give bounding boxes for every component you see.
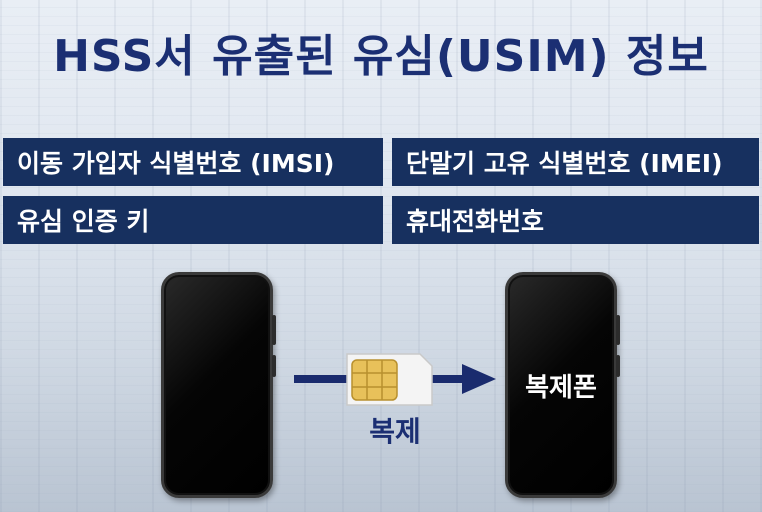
copy-label: 복제 <box>369 415 421 448</box>
page-title: HSS서 유출된 유심(USIM) 정보 <box>53 31 709 82</box>
info-box-imei: 단말기 고유 식별번호 (IMEI) <box>392 138 759 186</box>
info-box-imsi-label: 이동 가입자 식별번호 (IMSI) <box>17 149 335 178</box>
original-phone-icon <box>161 272 276 498</box>
sim-card-icon <box>346 353 433 406</box>
info-box-phone-number-label: 휴대전화번호 <box>406 207 545 236</box>
phone-side-button <box>616 315 620 345</box>
phone-side-button <box>272 355 276 377</box>
info-box-usim-key-label: 유심 인증 키 <box>17 207 150 236</box>
info-box-imei-label: 단말기 고유 식별번호 (IMEI) <box>406 149 723 178</box>
phone-side-button <box>616 355 620 377</box>
clone-phone-label: 복제폰 <box>525 373 597 403</box>
phone-side-button <box>272 315 276 345</box>
info-box-phone-number: 휴대전화번호 <box>392 196 759 244</box>
info-box-usim-key: 유심 인증 키 <box>3 196 383 244</box>
info-box-imsi: 이동 가입자 식별번호 (IMSI) <box>3 138 383 186</box>
cloned-phone-icon: 복제폰 <box>505 272 620 498</box>
